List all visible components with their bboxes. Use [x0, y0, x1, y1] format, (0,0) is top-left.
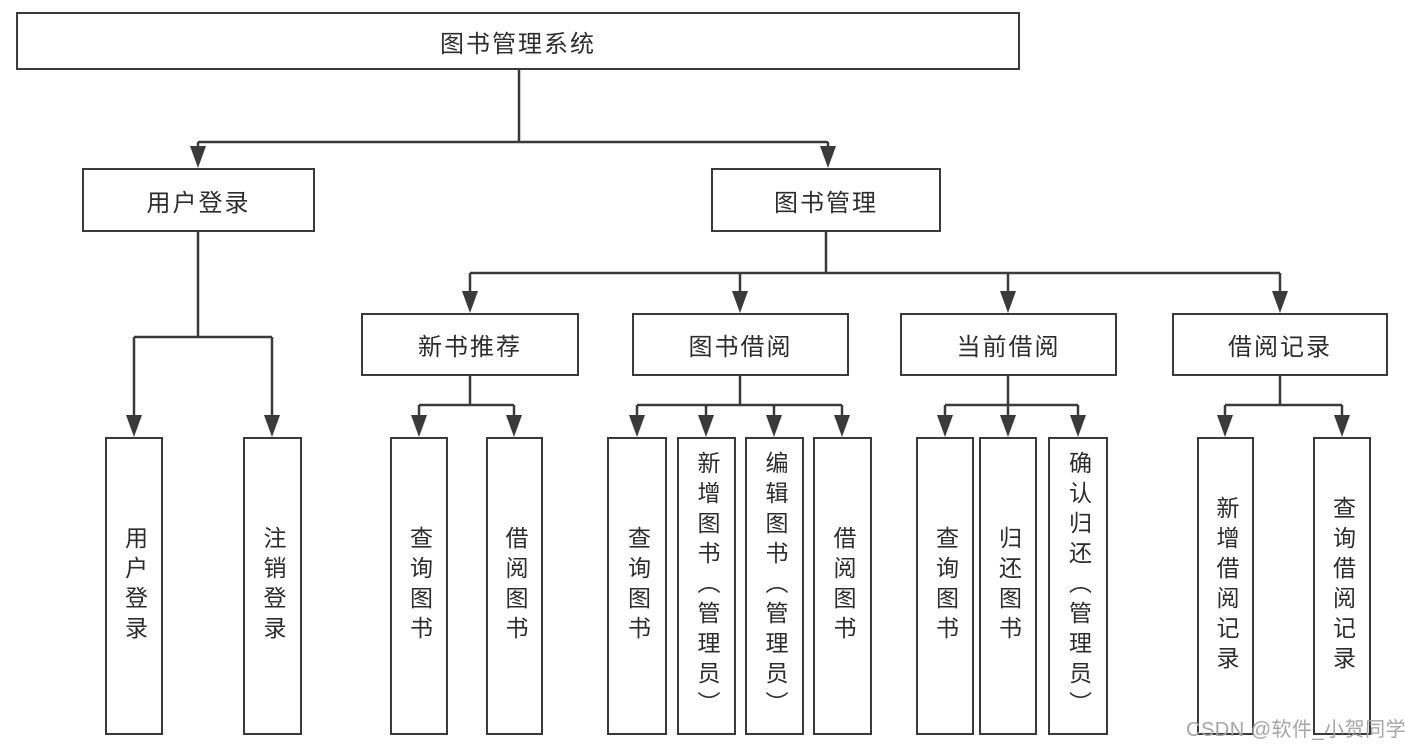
- leaf-add-borrow-record-label: 新增借阅记录: [1213, 496, 1239, 676]
- csdn-watermark: CSDN @软件_小贺同学: [1186, 719, 1405, 741]
- user-login-branch: [126, 232, 280, 437]
- leaf-add-book-admin: 新增图书（管理员）: [677, 437, 736, 735]
- node-current-borrow: 当前借阅: [900, 313, 1117, 376]
- leaf-query-borrow-record: 查询借阅记录: [1313, 437, 1371, 735]
- leaf-query-books-current: 查询图书: [916, 437, 974, 735]
- leaf-query-books-current-label: 查询图书: [932, 526, 959, 646]
- node-book-borrow: 图书借阅: [632, 313, 849, 376]
- book-management-branch: [462, 232, 1288, 313]
- node-user-login: 用户登录: [82, 168, 315, 232]
- leaf-edit-book-admin-label: 编辑图书（管理员）: [762, 451, 788, 721]
- leaf-return-book-label: 归还图书: [995, 526, 1022, 646]
- borrow-records-branch: [1217, 376, 1350, 437]
- node-current-borrow-label: 当前借阅: [956, 334, 1061, 361]
- leaf-query-borrow-record-label: 查询借阅记录: [1329, 496, 1356, 676]
- leaf-query-books-borrow: 查询图书: [607, 437, 667, 735]
- leaf-user-login: 用户登录: [105, 437, 163, 735]
- node-borrow-records-label: 借阅记录: [1228, 334, 1332, 361]
- leaf-query-books-borrow-label: 查询图书: [624, 526, 651, 646]
- node-borrow-records: 借阅记录: [1172, 313, 1388, 376]
- leaf-edit-book-admin: 编辑图书（管理员）: [745, 437, 804, 735]
- leaf-confirm-return-admin-label: 确认归还（管理员）: [1065, 451, 1092, 721]
- leaf-confirm-return-admin: 确认归还（管理员）: [1048, 437, 1108, 735]
- leaf-add-borrow-record: 新增借阅记录: [1197, 437, 1254, 735]
- node-library-system: 图书管理系统: [16, 12, 1020, 70]
- leaf-user-login-label: 用户登录: [121, 526, 148, 646]
- node-user-login-label: 用户登录: [146, 189, 251, 217]
- leaf-query-books-recommend-label: 查询图书: [406, 526, 433, 646]
- book-borrow-branch: [629, 376, 850, 437]
- leaf-borrow-books-recommend: 借阅图书: [486, 437, 543, 735]
- node-book-management-label: 图书管理: [774, 189, 878, 217]
- node-new-book-recommend: 新书推荐: [361, 313, 579, 376]
- leaf-add-book-admin-label: 新增图书（管理员）: [694, 451, 720, 721]
- leaf-borrow-books-recommend-label: 借阅图书: [502, 526, 528, 646]
- leaf-return-book: 归还图书: [979, 437, 1037, 735]
- node-new-book-recommend-label: 新书推荐: [418, 334, 522, 361]
- leaf-borrow-books-label: 借阅图书: [830, 526, 856, 646]
- new-book-branch: [411, 376, 522, 437]
- current-borrow-branch: [937, 376, 1086, 437]
- leaf-query-books-recommend: 查询图书: [390, 437, 448, 735]
- node-book-management: 图书管理: [711, 168, 941, 232]
- node-library-system-label: 图书管理系统: [440, 30, 596, 58]
- root-branch: [190, 70, 836, 168]
- leaf-logout-label: 注销登录: [260, 526, 286, 646]
- node-book-borrow-label: 图书借阅: [688, 334, 793, 361]
- leaf-borrow-books: 借阅图书: [813, 437, 872, 735]
- leaf-logout: 注销登录: [243, 437, 302, 735]
